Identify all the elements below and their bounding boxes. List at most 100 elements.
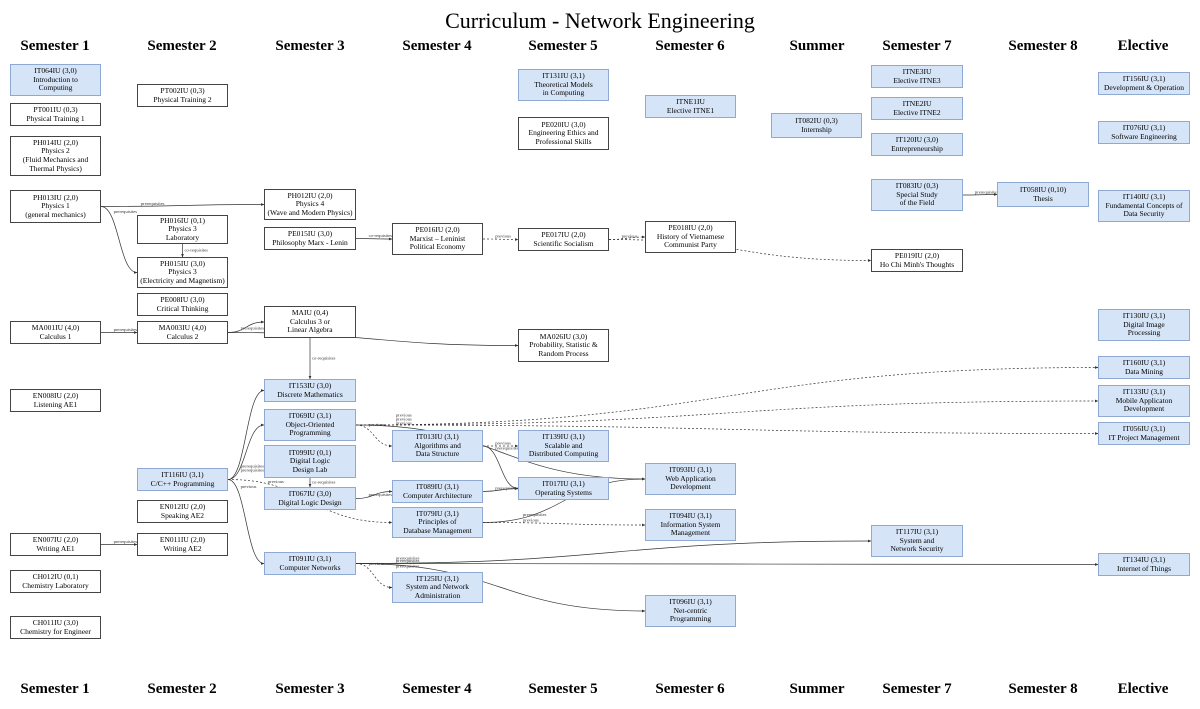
semester-header-bottom: Elective: [1117, 681, 1169, 697]
edge-label: prerequisites: [523, 512, 547, 517]
course-it013iu: IT013IU (3,1) Algorithms and Data Struct…: [392, 430, 483, 462]
edge-label: co-requisites: [369, 233, 393, 238]
edge-label: prerequisites: [396, 564, 420, 569]
semester-header-bottom: Semester 1: [20, 681, 90, 697]
course-itne3iu: ITNE3IU Elective ITNE3: [871, 65, 963, 88]
semester-header-bottom: Semester 8: [1008, 681, 1078, 697]
edge-it069iu-it133iu: [355, 399, 1099, 426]
edge-pe016iu-pe017iu: [482, 238, 519, 241]
course-it134iu: IT134IU (3,1) Internet of Things: [1098, 553, 1190, 576]
edge-it083iu-it058iu: [962, 193, 998, 196]
course-en008iu: EN008IU (2,0) Listening AE1: [10, 389, 101, 412]
course-en012iu: EN012IU (2,0) Speaking AE2: [137, 500, 228, 523]
edge-label: prerequisites: [241, 467, 265, 472]
semester-header-bottom: Semester 6: [655, 681, 725, 697]
course-it139iu: IT139IU (3,1) Scalable and Distributed C…: [518, 430, 609, 462]
course-pe008iu: PE008IU (3,0) Critical Thinking: [137, 293, 228, 316]
edge-it116iu-it153iu: [227, 389, 265, 480]
course-en007iu: EN007IU (2,0) Writing AE1: [10, 533, 101, 556]
edge-label: previous: [495, 234, 511, 239]
edge-label: previous: [495, 441, 511, 446]
course-it116iu: IT116IU (3,1) C/C++ Programming: [137, 468, 228, 491]
semester-header-top: Semester 6: [655, 38, 725, 54]
course-itne1iu: ITNE1IU Elective ITNE1: [645, 95, 736, 118]
edge-label: previous: [396, 417, 412, 422]
edge-it069iu-it160iu: [355, 366, 1099, 426]
semester-header-top: Semester 1: [20, 38, 90, 54]
course-it069iu: IT069IU (3,1) Object-Oriented Programmin…: [264, 409, 356, 441]
course-itne2iu: ITNE2IU Elective ITNE2: [871, 97, 963, 120]
edge-pe015iu-pe016iu: [355, 237, 393, 241]
edge-label: co-requisites: [312, 356, 336, 361]
edge-it091iu-it117iu: [355, 539, 872, 564]
course-ph012iu: PH012IU (2,0) Physics 4 (Wave and Modern…: [264, 189, 356, 220]
course-it133iu: IT133IU (3,1) Mobile Applicaton Developm…: [1098, 385, 1190, 417]
edge-it079iu-it094iu: [482, 522, 646, 527]
edge-it069iu-it013iu: [355, 424, 393, 448]
semester-header-bottom: Semester 7: [882, 681, 952, 697]
edge-it116iu-it069iu: [227, 423, 265, 480]
course-ch012iu: CH012IU (0,1) Chemistry Laboratory: [10, 570, 101, 593]
course-it130iu: IT130IU (3,1) Digital Image Processing: [1098, 309, 1190, 341]
semester-header-bottom: Semester 5: [528, 681, 598, 697]
course-it083iu: IT083IU (0,3) Special Study of the Field: [871, 179, 963, 211]
course-ma003iu: MA003IU (4,0) Calculus 2: [137, 321, 228, 344]
course-it017iu: IT017IU (3,1) Operating Systems: [518, 477, 609, 500]
course-ph015iu: PH015IU (3,0) Physics 3 (Electricity and…: [137, 257, 228, 288]
edge-label: previous: [369, 422, 385, 427]
course-it076iu: IT076IU (3,1) Software Engineering: [1098, 121, 1190, 144]
edge-label: previous: [396, 421, 412, 426]
edge-pe017iu-pe018iu: [608, 235, 646, 240]
edge-label: prerequisites: [369, 492, 393, 497]
semester-header-bottom: Semester 4: [402, 681, 472, 697]
edge-label: prerequisites: [241, 463, 265, 468]
edge-it013iu-it017iu: [482, 445, 519, 490]
course-it067iu: IT067IU (3,0) Digital Logic Design: [264, 487, 356, 510]
course-it117iu: IT117IU (3,1) System and Network Securit…: [871, 525, 963, 557]
course-it064iu: IT064IU (3,0) Introduction to Computing: [10, 64, 101, 96]
course-ph014iu: PH014IU (2,0) Physics 2 (Fluid Mechanics…: [10, 136, 101, 176]
course-it156iu: IT156IU (3,1) Development & Operation: [1098, 72, 1190, 95]
course-it125iu: IT125IU (3,1) System and Network Adminis…: [392, 572, 483, 603]
course-it131iu: IT131IU (3,1) Theoretical Models in Comp…: [518, 69, 609, 101]
edge-ph013iu-ph012iu: [100, 203, 265, 207]
course-pe015iu: PE015IU (3,0) Philosophy Marx - Lenin: [264, 227, 356, 250]
course-it091iu: IT091IU (3,1) Computer Networks: [264, 552, 356, 575]
edge-label: prerequisites: [114, 327, 138, 332]
course-it094iu: IT094IU (3,1) Information System Managem…: [645, 509, 736, 541]
course-en011iu: EN011IU (2,0) Writing AE2: [137, 533, 228, 556]
edge-label: co-requisites: [312, 480, 336, 485]
edge-it116iu-it091iu: [227, 479, 265, 565]
semester-header-top: Semester 8: [1008, 38, 1078, 54]
course-it140iu: IT140IU (3,1) Fundamental Concepts of Da…: [1098, 190, 1190, 222]
semester-header-top: Summer: [789, 38, 845, 54]
course-it089iu: IT089IU (3,1) Computer Architecture: [392, 480, 483, 503]
semester-header-bottom: Semester 3: [275, 681, 345, 697]
course-pe017iu: PE017IU (2,0) Scientific Socialism: [518, 228, 609, 251]
edge-label: prerequisites: [241, 326, 265, 331]
edge-it091iu-it125iu: [355, 563, 393, 589]
semester-header-bottom: Semester 2: [147, 681, 217, 697]
semester-header-top: Semester 4: [402, 38, 472, 54]
course-it093iu: IT093IU (3,1) Web Application Developmen…: [645, 463, 736, 495]
edge-label: prerequisites: [141, 201, 165, 206]
course-it160iu: IT160IU (3,1) Data Mining: [1098, 356, 1190, 379]
course-pe018iu: PE018IU (2,0) History of Vietnamese Comm…: [645, 221, 736, 253]
course-pt002iu: PT002IU (0,3) Physical Training 2: [137, 84, 228, 107]
course-ph013iu: PH013IU (2,0) Physics 1 (general mechani…: [10, 190, 101, 223]
edge-label: previous: [622, 234, 638, 239]
edge-ma003iu-maiu: [227, 320, 265, 333]
edge-label: previous: [396, 413, 412, 418]
course-it120iu: IT120IU (3,0) Entrepreneurship: [871, 133, 963, 156]
edge-label: previous: [268, 479, 284, 484]
course-ch011iu: CH011IU (3,0) Chemistry for Engineer: [10, 616, 101, 639]
edge-label: previous: [241, 484, 257, 489]
semester-header-top: Semester 2: [147, 38, 217, 54]
course-it079iu: IT079IU (3,1) Principles of Database Man…: [392, 507, 483, 538]
edge-label: previous: [369, 561, 385, 566]
edge-label: prerequisites: [114, 539, 138, 544]
course-it096iu: IT096IU (3,1) Net-centric Programming: [645, 595, 736, 627]
page-title: Curriculum - Network Engineering: [445, 8, 755, 33]
semester-header-top: Semester 7: [882, 38, 952, 54]
